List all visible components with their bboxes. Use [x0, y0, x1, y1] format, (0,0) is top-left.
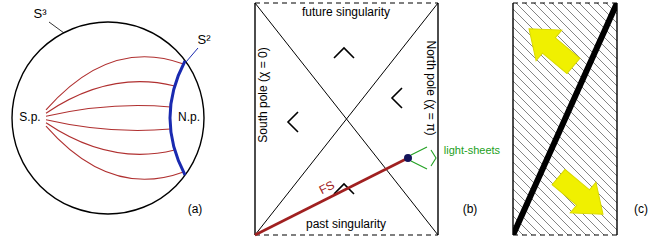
sphere-label: S³: [34, 7, 47, 21]
pole-label: N.p.: [178, 111, 200, 124]
pole-edge: [437, 3, 438, 235]
s3-circle: [12, 22, 204, 214]
singularity-label: future singularity: [302, 6, 390, 19]
sphere-label: S²: [198, 33, 211, 47]
yellow-arrow: [516, 13, 586, 81]
panel-edge: [512, 3, 513, 235]
fs-line: [255, 158, 408, 235]
surface-line: [513, 3, 617, 235]
dashed-edge: [255, 2, 438, 3]
meridian-curves: [46, 57, 184, 180]
hatch-fill: [513, 3, 617, 235]
panel-label: (a): [188, 203, 203, 216]
pole-edge: [254, 3, 255, 235]
panel-label: (c): [634, 203, 648, 216]
leader-line: [49, 22, 64, 33]
surface-dot: [404, 154, 412, 162]
sphere-panel: [12, 22, 204, 214]
pole-axis-label: North pole (χ = π): [423, 41, 436, 136]
hatched-panel: [513, 3, 617, 235]
panel-edge: [616, 3, 617, 235]
light-sheet-label: light-sheets: [444, 144, 500, 156]
light-sheet-marks: [411, 147, 436, 169]
dashed-edge: [513, 2, 617, 3]
leader-line: [186, 48, 198, 62]
dashed-edge: [255, 234, 438, 235]
dashed-edge: [513, 234, 617, 235]
penrose-panel: [255, 3, 438, 235]
pole-label: S.p.: [19, 111, 40, 124]
singularity-label: past singularity: [306, 218, 386, 231]
bousso-wedges: [288, 48, 402, 194]
panel-label: (b): [463, 203, 478, 216]
horizon-line: [255, 3, 438, 235]
pole-axis-label: South pole (χ = 0): [257, 47, 270, 142]
horizon-line: [255, 3, 438, 235]
yellow-arrow: [546, 162, 616, 230]
